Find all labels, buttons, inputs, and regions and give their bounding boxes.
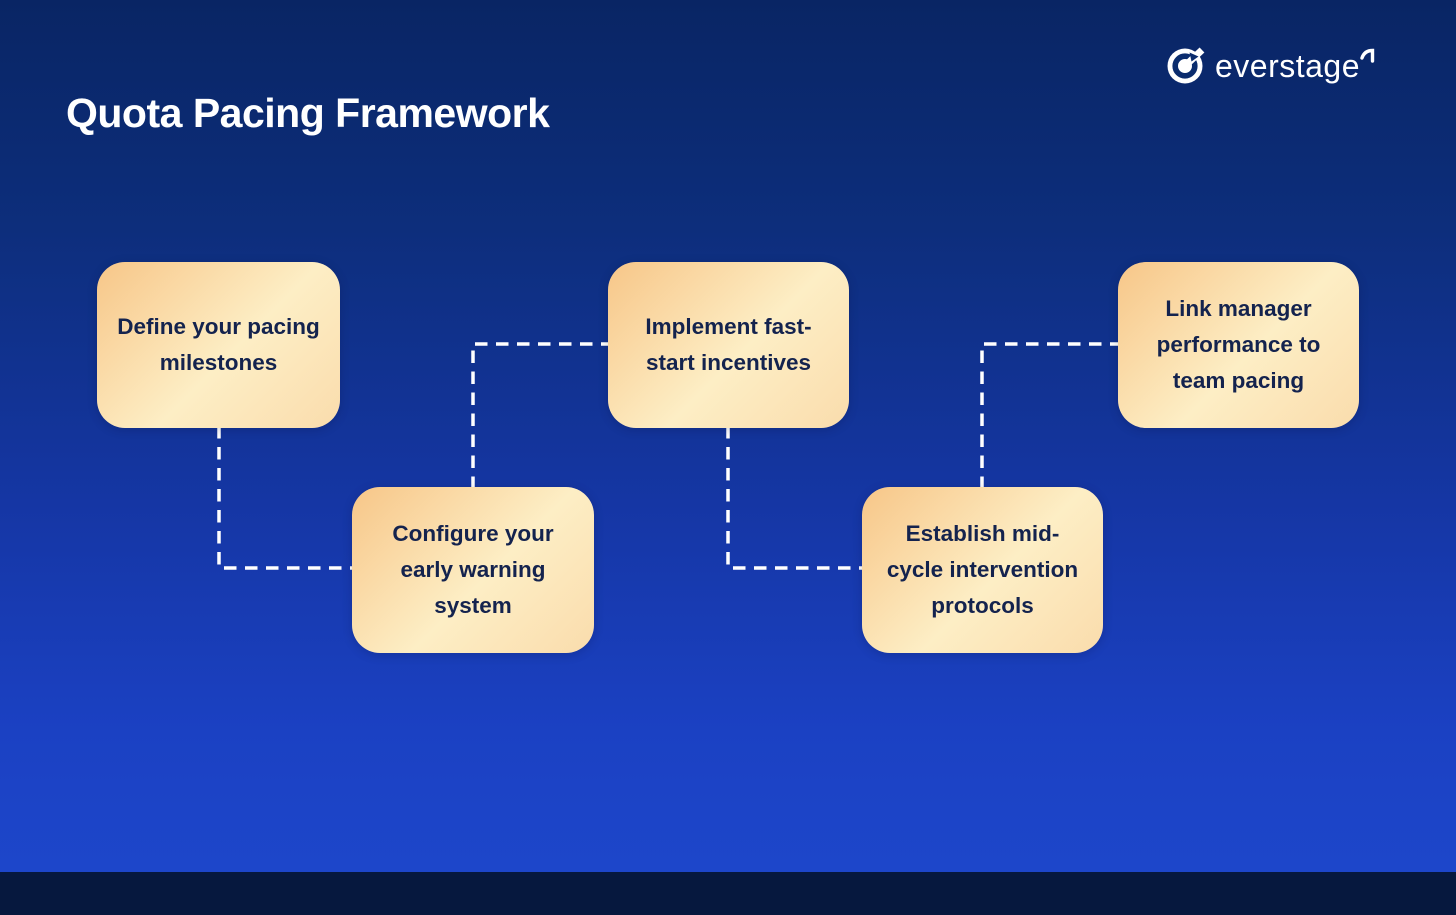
connector-step2-step3 (471, 342, 610, 489)
connector-step3-step4 (726, 426, 864, 570)
step-card-configure-early-warning: Configure your early warning system (352, 487, 594, 653)
page-title: Quota Pacing Framework (66, 90, 550, 136)
connector-step4-step5 (980, 342, 1120, 489)
connector-step1-step2 (217, 426, 354, 570)
everstage-logo-icon (1167, 47, 1205, 84)
brand-logo: everstage (1165, 46, 1375, 86)
footer-bar (0, 872, 1456, 915)
brand-tick-mark (1360, 48, 1375, 63)
step-card-label: Define your pacing milestones (117, 314, 320, 375)
step-card-label: Implement fast-start incentives (645, 314, 812, 375)
step-card-establish-mid-cycle: Establish mid-cycle intervention protoco… (862, 487, 1103, 653)
step-card-label: Link manager performance to team pacing (1156, 296, 1321, 393)
step-card-label: Configure your early warning system (392, 521, 554, 618)
step-card-implement-fast-start: Implement fast-start incentives (608, 262, 849, 428)
step-card-label: Establish mid-cycle intervention protoco… (886, 521, 1079, 618)
step-card-define-pacing-milestones: Define your pacing milestones (97, 262, 340, 428)
step-card-link-manager-performance: Link manager performance to team pacing (1118, 262, 1359, 428)
brand-wordmark: everstage (1214, 48, 1360, 84)
